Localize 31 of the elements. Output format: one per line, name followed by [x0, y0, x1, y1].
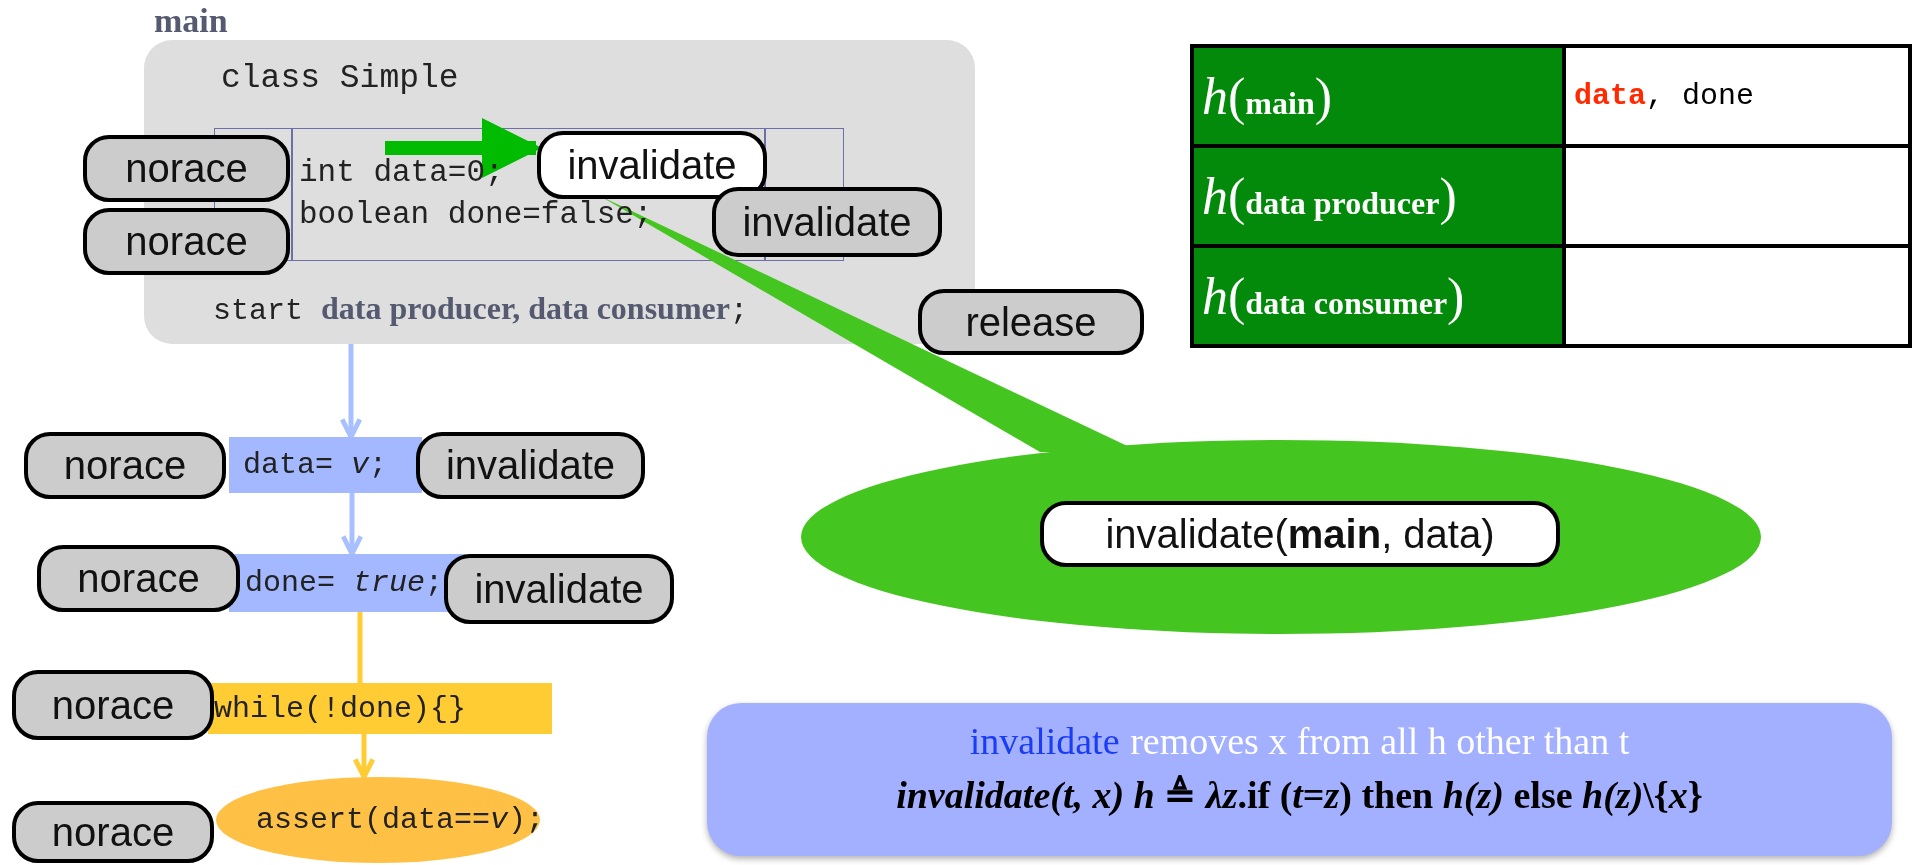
rounded-label: release — [918, 289, 1144, 355]
table-cell: h(main) — [1192, 46, 1564, 146]
statement-ellipse: assert(data==v); — [216, 777, 540, 863]
rounded-label: norace — [37, 545, 240, 612]
table-cell: h(data producer) — [1192, 146, 1564, 246]
rounded-label: norace — [24, 432, 226, 499]
rounded-label: invalidate — [444, 554, 674, 624]
rounded-label: invalidate — [537, 131, 767, 199]
formula: invalidate(t, x) h ≜ λz.if (t=z) then h(z) else h(z)\{x} — [895, 773, 1704, 817]
rounded-label: norace — [12, 670, 214, 740]
table-cell: h(data consumer) — [1192, 246, 1564, 346]
code-line: start data producer, data consumer; — [213, 290, 748, 328]
note-panel — [707, 703, 1892, 856]
statement-box: while(!done){} — [208, 683, 552, 734]
rounded-label: norace — [83, 208, 290, 275]
arrow — [340, 493, 364, 557]
code-line: int data=0; — [299, 155, 504, 190]
code-line: class Simple — [221, 60, 459, 97]
statement-box: data= v; — [229, 437, 422, 493]
rounded-label: norace — [83, 135, 290, 202]
arrow — [339, 344, 363, 440]
table-cell: data, done — [1564, 46, 1910, 146]
rounded-label: norace — [12, 801, 214, 863]
note-text: invalidate — [969, 720, 1120, 762]
statement-box: done= true; — [229, 554, 465, 612]
heading: main — [154, 2, 228, 40]
arrow — [352, 734, 376, 780]
rounded-label: invalidate — [712, 187, 942, 257]
rounded-label: invalidate — [416, 432, 645, 499]
note-text: removes x from all h other than t — [1130, 720, 1630, 762]
rounded-label: invalidate(main, data) — [1040, 501, 1560, 567]
